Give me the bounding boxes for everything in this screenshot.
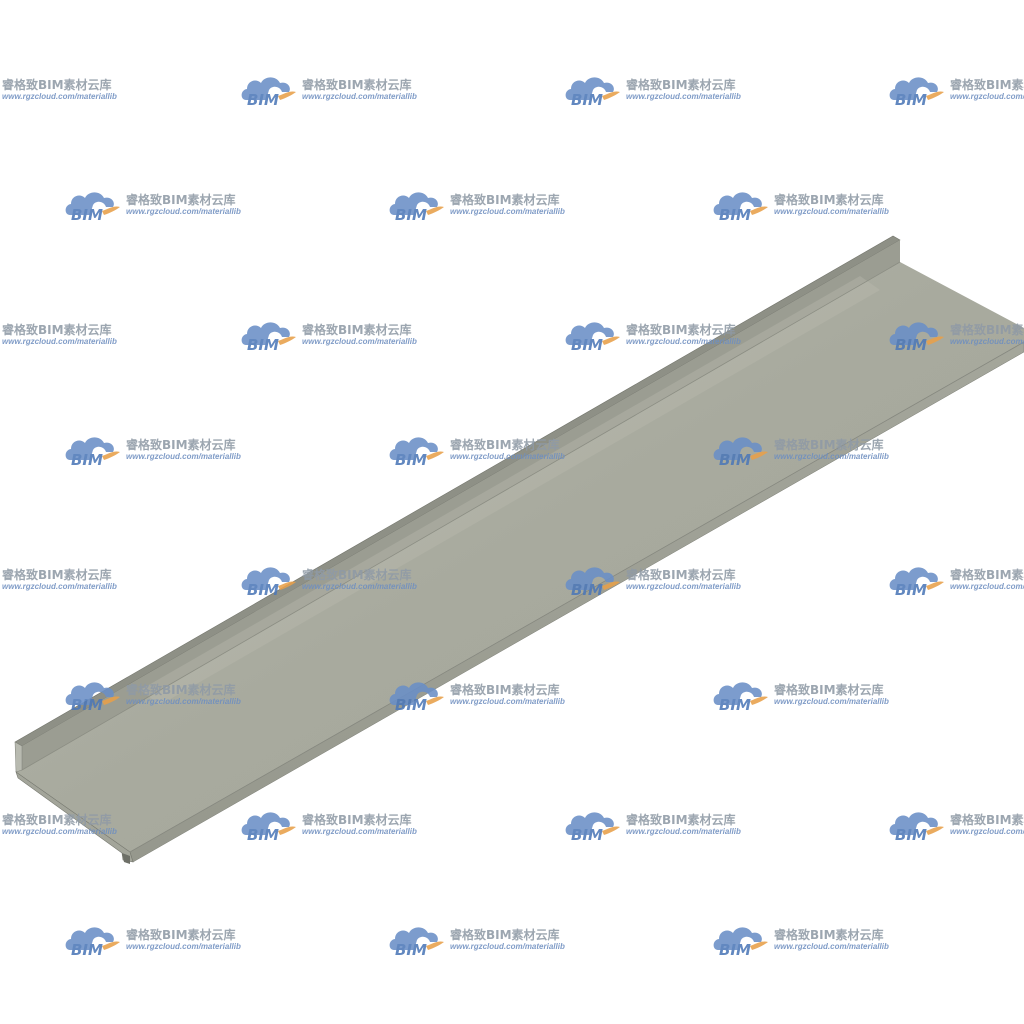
bottom-hook — [122, 853, 130, 864]
floor-highlight — [140, 276, 880, 705]
back-wall — [22, 240, 900, 770]
floor-front-edge — [129, 341, 1024, 853]
left-end-face — [14, 741, 23, 773]
tray-floor — [16, 262, 1024, 852]
floor-back-edge — [21, 261, 901, 771]
